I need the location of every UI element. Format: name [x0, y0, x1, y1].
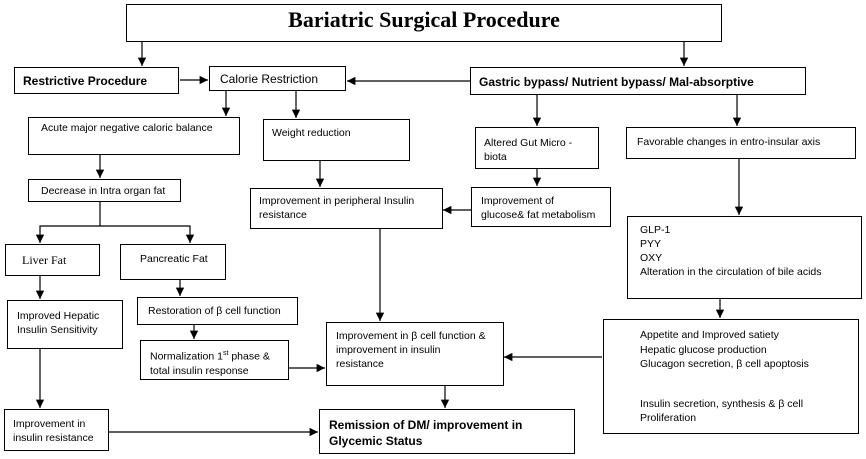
node-restrictive: Restrictive Procedure: [14, 67, 179, 94]
node-gastric: Gastric bypass/ Nutrient bypass/ Mal-abs…: [470, 67, 806, 95]
node-glucose-fat-label: Improvement of glucose& fat metabolism: [481, 195, 596, 221]
node-hormones-label: GLP-1 PYY OXY Alteration in the circulat…: [640, 224, 822, 278]
node-effects-down-label: Appetite and Improved satiety Hepatic gl…: [640, 329, 809, 370]
node-weight-label: Weight reduction: [272, 127, 351, 139]
node-gut: Altered Gut Micro - biota: [475, 127, 599, 169]
node-hormones: GLP-1 PYY OXY Alteration in the circulat…: [627, 216, 862, 299]
node-hepatic-label: Improved Hepatic Insulin Sensitivity: [17, 310, 100, 336]
node-insulin-resistance: Improvement in insulin resistance: [4, 409, 109, 451]
node-effects: Appetite and Improved satiety Hepatic gl…: [603, 319, 859, 434]
node-effects-up-label: Insulin secretion, synthesis & β cell Pr…: [640, 398, 804, 424]
node-acute: Acute major negative caloric balance: [28, 117, 240, 155]
arrow-organfat-pancreatic: [100, 225, 195, 243]
node-calorie-label: Calorie Restriction: [220, 72, 319, 86]
node-normalization: Normalization 1st phase & total insulin …: [140, 340, 289, 380]
normalization-text-a: Normalization 1: [150, 350, 223, 363]
normalization-superscript: st: [222, 350, 229, 357]
node-restoration: Restoration of β cell function: [137, 297, 298, 325]
node-insulin-resistance-label: Improvement in insulin resistance: [13, 418, 94, 444]
node-pancreatic-fat-label: Pancreatic Fat: [140, 253, 208, 265]
node-beta-improve-label: Improvement in β cell function & improve…: [336, 330, 486, 370]
node-favorable: Favorable changes in entro-insular axis: [626, 127, 856, 159]
node-gastric-label: Gastric bypass/ Nutrient bypass/ Mal-abs…: [479, 75, 754, 89]
arrow-organfat-liver: [35, 202, 101, 243]
node-normalization-label: Normalization 1st phase & total insulin …: [150, 347, 270, 378]
node-restrictive-label: Restrictive Procedure: [23, 74, 148, 88]
node-peripheral: Improvement in peripheral Insulin resist…: [250, 188, 443, 229]
node-organ-fat-label: Decrease in Intra organ fat: [41, 185, 166, 197]
node-weight: Weight reduction: [263, 119, 410, 161]
title-box: Bariatric Surgical Procedure: [126, 4, 722, 42]
node-favorable-label: Favorable changes in entro-insular axis: [637, 136, 821, 148]
node-liver-fat: Liver Fat: [5, 244, 100, 276]
node-calorie: Calorie Restriction: [209, 66, 346, 91]
node-beta-improve: Improvement in β cell function & improve…: [326, 322, 504, 386]
node-acute-label: Acute major negative caloric balance: [41, 122, 213, 134]
page-title: Bariatric Surgical Procedure: [288, 7, 560, 32]
node-hepatic: Improved Hepatic Insulin Sensitivity: [7, 300, 123, 349]
node-organ-fat: Decrease in Intra organ fat: [28, 179, 181, 202]
node-remission: Remission of DM/ improvement in Glycemic…: [319, 409, 575, 454]
node-remission-label: Remission of DM/ improvement in Glycemic…: [329, 418, 523, 448]
node-peripheral-label: Improvement in peripheral Insulin resist…: [259, 195, 415, 221]
node-liver-fat-label: Liver Fat: [22, 253, 67, 267]
node-gut-label: Altered Gut Micro - biota: [484, 137, 573, 163]
node-restoration-label: Restoration of β cell function: [148, 305, 281, 317]
node-glucose-fat: Improvement of glucose& fat metabolism: [471, 187, 611, 227]
normalization-text-b: phase & total insulin response: [150, 350, 270, 377]
node-pancreatic-fat: Pancreatic Fat: [120, 244, 226, 280]
